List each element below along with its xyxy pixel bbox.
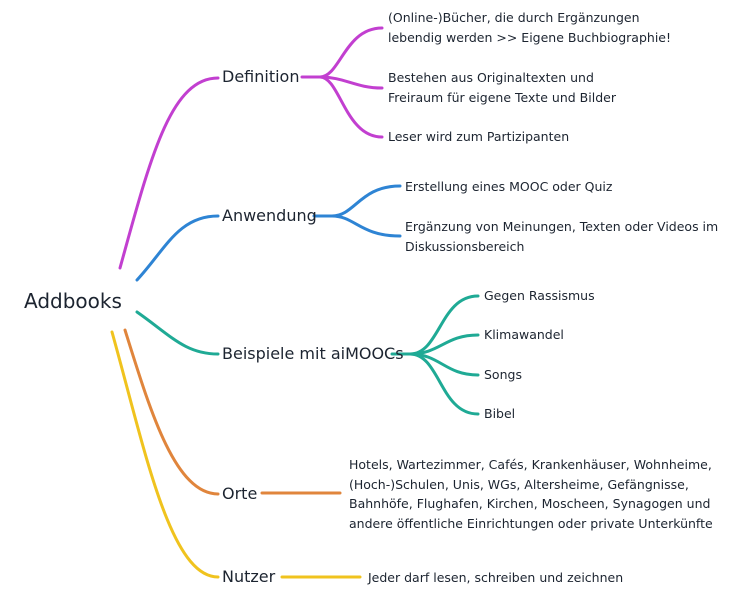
- leaf-anwendung-mooc: Erstellung eines MOOC oder Quiz: [405, 179, 613, 194]
- leaf-beispiele-rassismus: Gegen Rassismus: [484, 288, 595, 303]
- leaf-beispiele-bibel: Bibel: [484, 406, 516, 421]
- connector-root-beispiele: [135, 310, 220, 356]
- connector-root-anwendung: [135, 214, 220, 282]
- connector-anwendung-leaf-2: [330, 214, 402, 238]
- branch-label-nutzer: Nutzer: [222, 567, 276, 586]
- root-label-addbooks: Addbooks: [24, 289, 122, 313]
- connector-anwendung-leaf-1: [330, 184, 402, 218]
- leaf-beispiele-songs: Songs: [484, 367, 522, 382]
- connector-beispiele-leaf-1: [408, 294, 480, 356]
- leaf-beispiele-klimawandel: Klimawandel: [484, 327, 564, 342]
- connector-root-nutzer: [110, 330, 220, 579]
- leaf-definition-leser: Leser wird zum Partizipanten: [388, 129, 570, 144]
- connector-root-definition: [118, 76, 220, 270]
- branch-label-definition: Definition: [222, 67, 300, 86]
- branch-label-anwendung: Anwendung: [222, 206, 317, 225]
- connector-definition-leaf-2: [318, 75, 384, 90]
- connector-definition-leaf-3: [318, 75, 384, 139]
- connector-root-orte: [123, 328, 220, 496]
- leaf-nutzer-jeder: Jeder darf lesen, schreiben und zeichnen: [368, 570, 624, 585]
- branch-label-orte: Orte: [222, 484, 258, 503]
- leaf-anwendung-ergaenzung: Ergänzung von Meinungen, Texten oder Vid…: [405, 219, 719, 254]
- connector-beispiele-leaf-4: [408, 352, 480, 416]
- connector-definition-leaf-1: [318, 26, 384, 79]
- leaf-orte-einrichtungen: Hotels, Wartezimmer, Cafés, Krankenhäuse…: [349, 457, 713, 531]
- branch-label-beispiele: Beispiele mit aiMOOCs: [222, 344, 404, 363]
